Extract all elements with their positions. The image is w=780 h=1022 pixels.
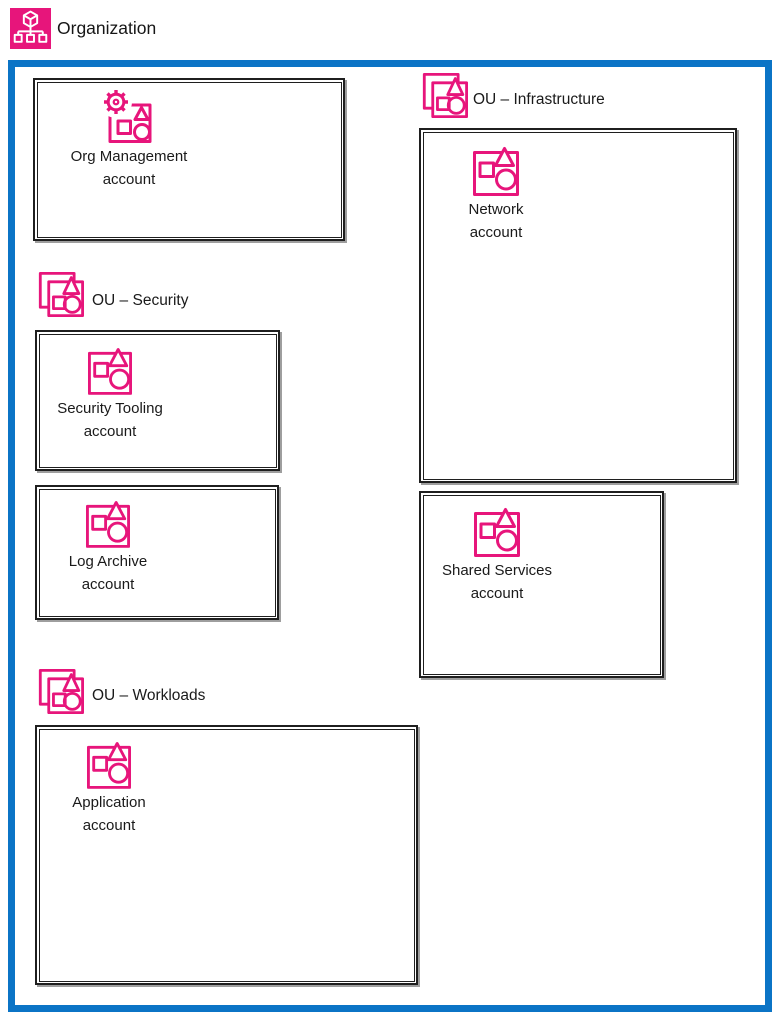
account-label: Shared Services account — [441, 562, 553, 602]
aws-account-icon — [87, 741, 131, 789]
ou-infrastructure-icon — [421, 72, 468, 119]
security-tooling-account-box: Security Tooling account — [35, 330, 280, 471]
network-account-box: Network account — [419, 128, 737, 483]
aws-account-icon — [474, 507, 520, 557]
account-label: Security Tooling account — [57, 400, 163, 440]
organization-boundary — [8, 60, 772, 1012]
management-account-icon — [102, 89, 156, 143]
diagram-title: Organization — [57, 18, 157, 38]
application-account-box: Application account — [35, 725, 418, 985]
aws-organizations-icon — [10, 8, 51, 49]
aws-account-icon — [473, 146, 519, 196]
account-label: Log Archive account — [68, 553, 148, 593]
ou-workloads-label: OU – Workloads — [92, 687, 206, 704]
org-management-account-box: Org Management account — [33, 78, 345, 241]
account-label: Application account — [72, 794, 146, 834]
shared-services-account-box: Shared Services account — [419, 491, 664, 678]
ou-infrastructure-label: OU – Infrastructure — [473, 91, 605, 108]
account-label: Network account — [468, 201, 524, 241]
aws-account-icon — [86, 500, 130, 548]
log-archive-account-box: Log Archive account — [35, 485, 279, 620]
ou-workloads-icon — [37, 668, 84, 715]
aws-account-icon — [88, 347, 132, 395]
ou-security-label: OU – Security — [92, 292, 189, 309]
account-label: Org Management account — [70, 148, 188, 188]
ou-security-icon — [37, 271, 84, 318]
